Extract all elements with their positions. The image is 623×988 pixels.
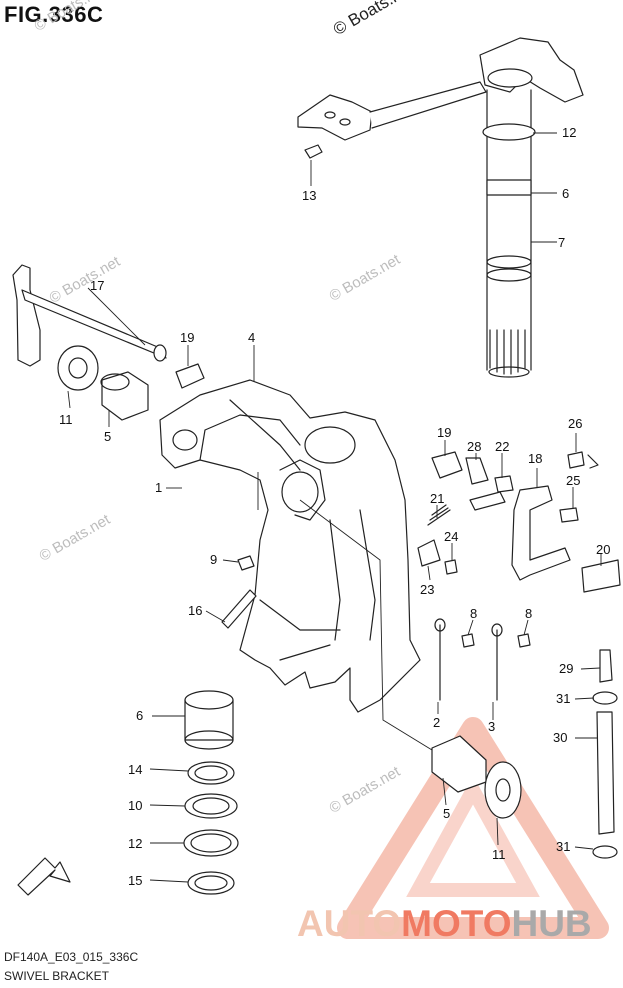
logo-part-moto: MOTO — [401, 903, 512, 944]
callout-number: 2 — [433, 715, 441, 730]
callout-number: 25 — [566, 473, 581, 488]
callout-number: 1 — [155, 480, 163, 495]
callout-number: 5 — [443, 806, 451, 821]
callout-number: 10 — [128, 798, 143, 813]
callout-number: 30 — [553, 730, 568, 745]
figure-code: DF140A_E03_015_336C — [4, 950, 139, 964]
callout-number: 11 — [492, 847, 506, 862]
callout-number: 6 — [136, 708, 144, 723]
callout-number: 21 — [430, 491, 445, 506]
callout-number: 11 — [59, 412, 73, 427]
automotohub-logo: AUTOMOTOHUB — [297, 903, 592, 945]
callout-number: 3 — [488, 719, 496, 734]
callout-number: 5 — [104, 429, 112, 444]
callout-number: 8 — [470, 606, 478, 621]
callout-number: 31 — [556, 839, 571, 854]
callout-number: 7 — [558, 235, 566, 250]
figure-title: FIG.336C — [4, 2, 104, 27]
callout-number: 18 — [528, 451, 543, 466]
callout-number: 8 — [525, 606, 533, 621]
callout-number: 17 — [90, 278, 105, 293]
callout-number: 29 — [559, 661, 574, 676]
callout-number: 15 — [128, 873, 143, 888]
callout-number: 23 — [420, 582, 435, 597]
callout-number: 31 — [556, 691, 571, 706]
callout-number: 19 — [180, 330, 195, 345]
callout-number: 26 — [568, 416, 583, 431]
callout-number: 16 — [188, 603, 203, 618]
callout-number: 28 — [467, 439, 482, 454]
logo-part-hub: HUB — [511, 903, 592, 944]
callout-number: 22 — [495, 439, 510, 454]
callout-number: 6 — [562, 186, 570, 201]
callout-number: 24 — [444, 529, 459, 544]
figure-name: SWIVEL BRACKET — [4, 969, 109, 983]
callout-number: 20 — [596, 542, 611, 557]
callout-number: 4 — [248, 330, 256, 345]
callout-number: 12 — [562, 125, 577, 140]
logo-part-auto: AUTO — [297, 903, 402, 944]
callout-number: 13 — [302, 188, 317, 203]
callout-number: 12 — [128, 836, 143, 851]
callout-number: 19 — [437, 425, 452, 440]
callout-number: 9 — [210, 552, 218, 567]
callout-number: 14 — [128, 762, 143, 777]
